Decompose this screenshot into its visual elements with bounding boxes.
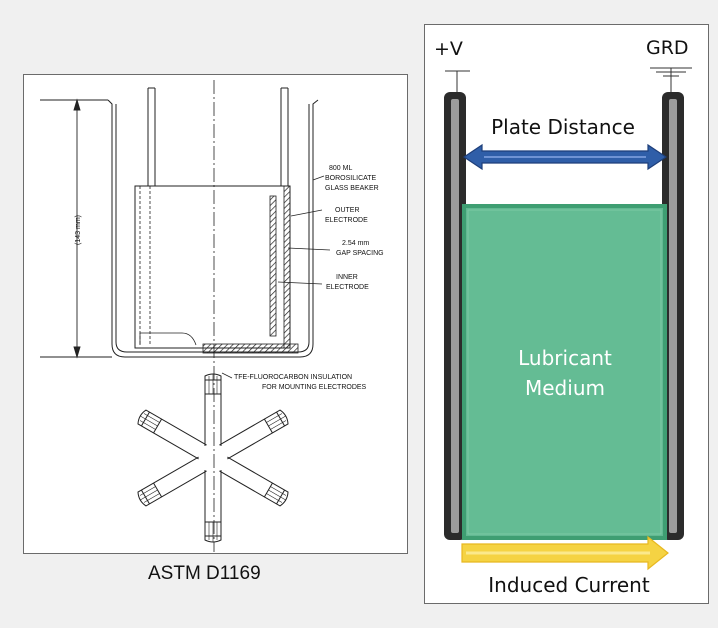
astm-cell-drawing-panel	[23, 74, 408, 554]
height-dimension-line	[40, 98, 112, 359]
gap-label-2: GAP SPACING	[336, 250, 384, 257]
plate-distance-arrow	[462, 143, 668, 171]
plate-distance-label: Plate Distance	[491, 115, 635, 139]
medium-label-line2: Medium	[525, 376, 605, 400]
tfe-insulation-base	[202, 343, 299, 354]
beaker-label-3: GLASS BEAKER	[325, 185, 379, 192]
tfe-label-1: TFE-FLUOROCARBON INSULATION	[234, 374, 352, 381]
outer-electrode-label-1: OUTER	[335, 207, 360, 214]
beaker-label-2: BOROSILICATE	[325, 175, 377, 182]
positive-terminal-symbol	[445, 70, 470, 92]
medium-label-line1: Lubricant	[518, 346, 612, 370]
electrode-rods	[147, 87, 289, 186]
ground-terminal-label: GRD	[646, 37, 689, 59]
gap-label-1: 2.54 mm	[342, 240, 369, 247]
height-dimension-label: (143 mm)	[75, 215, 82, 245]
callout-leaders	[221, 175, 331, 379]
electrode-mount-bottom-view	[135, 373, 291, 543]
inner-electrode-label-1: INNER	[336, 274, 358, 281]
induced-current-label: Induced Current	[488, 573, 650, 597]
beaker-label-1: 800 ML	[329, 165, 352, 172]
positive-terminal-label: +V	[434, 38, 463, 60]
outer-electrode-label-2: ELECTRODE	[325, 217, 368, 224]
inner-electrode-label-2: ELECTRODE	[326, 284, 369, 291]
inner-electrode	[139, 195, 277, 346]
ground-terminal-symbol	[650, 67, 692, 92]
induced-current-arrow	[461, 535, 669, 571]
tfe-label-2: FOR MOUNTING ELECTRODES	[262, 384, 367, 391]
left-figure-caption: ASTM D1169	[148, 563, 261, 584]
